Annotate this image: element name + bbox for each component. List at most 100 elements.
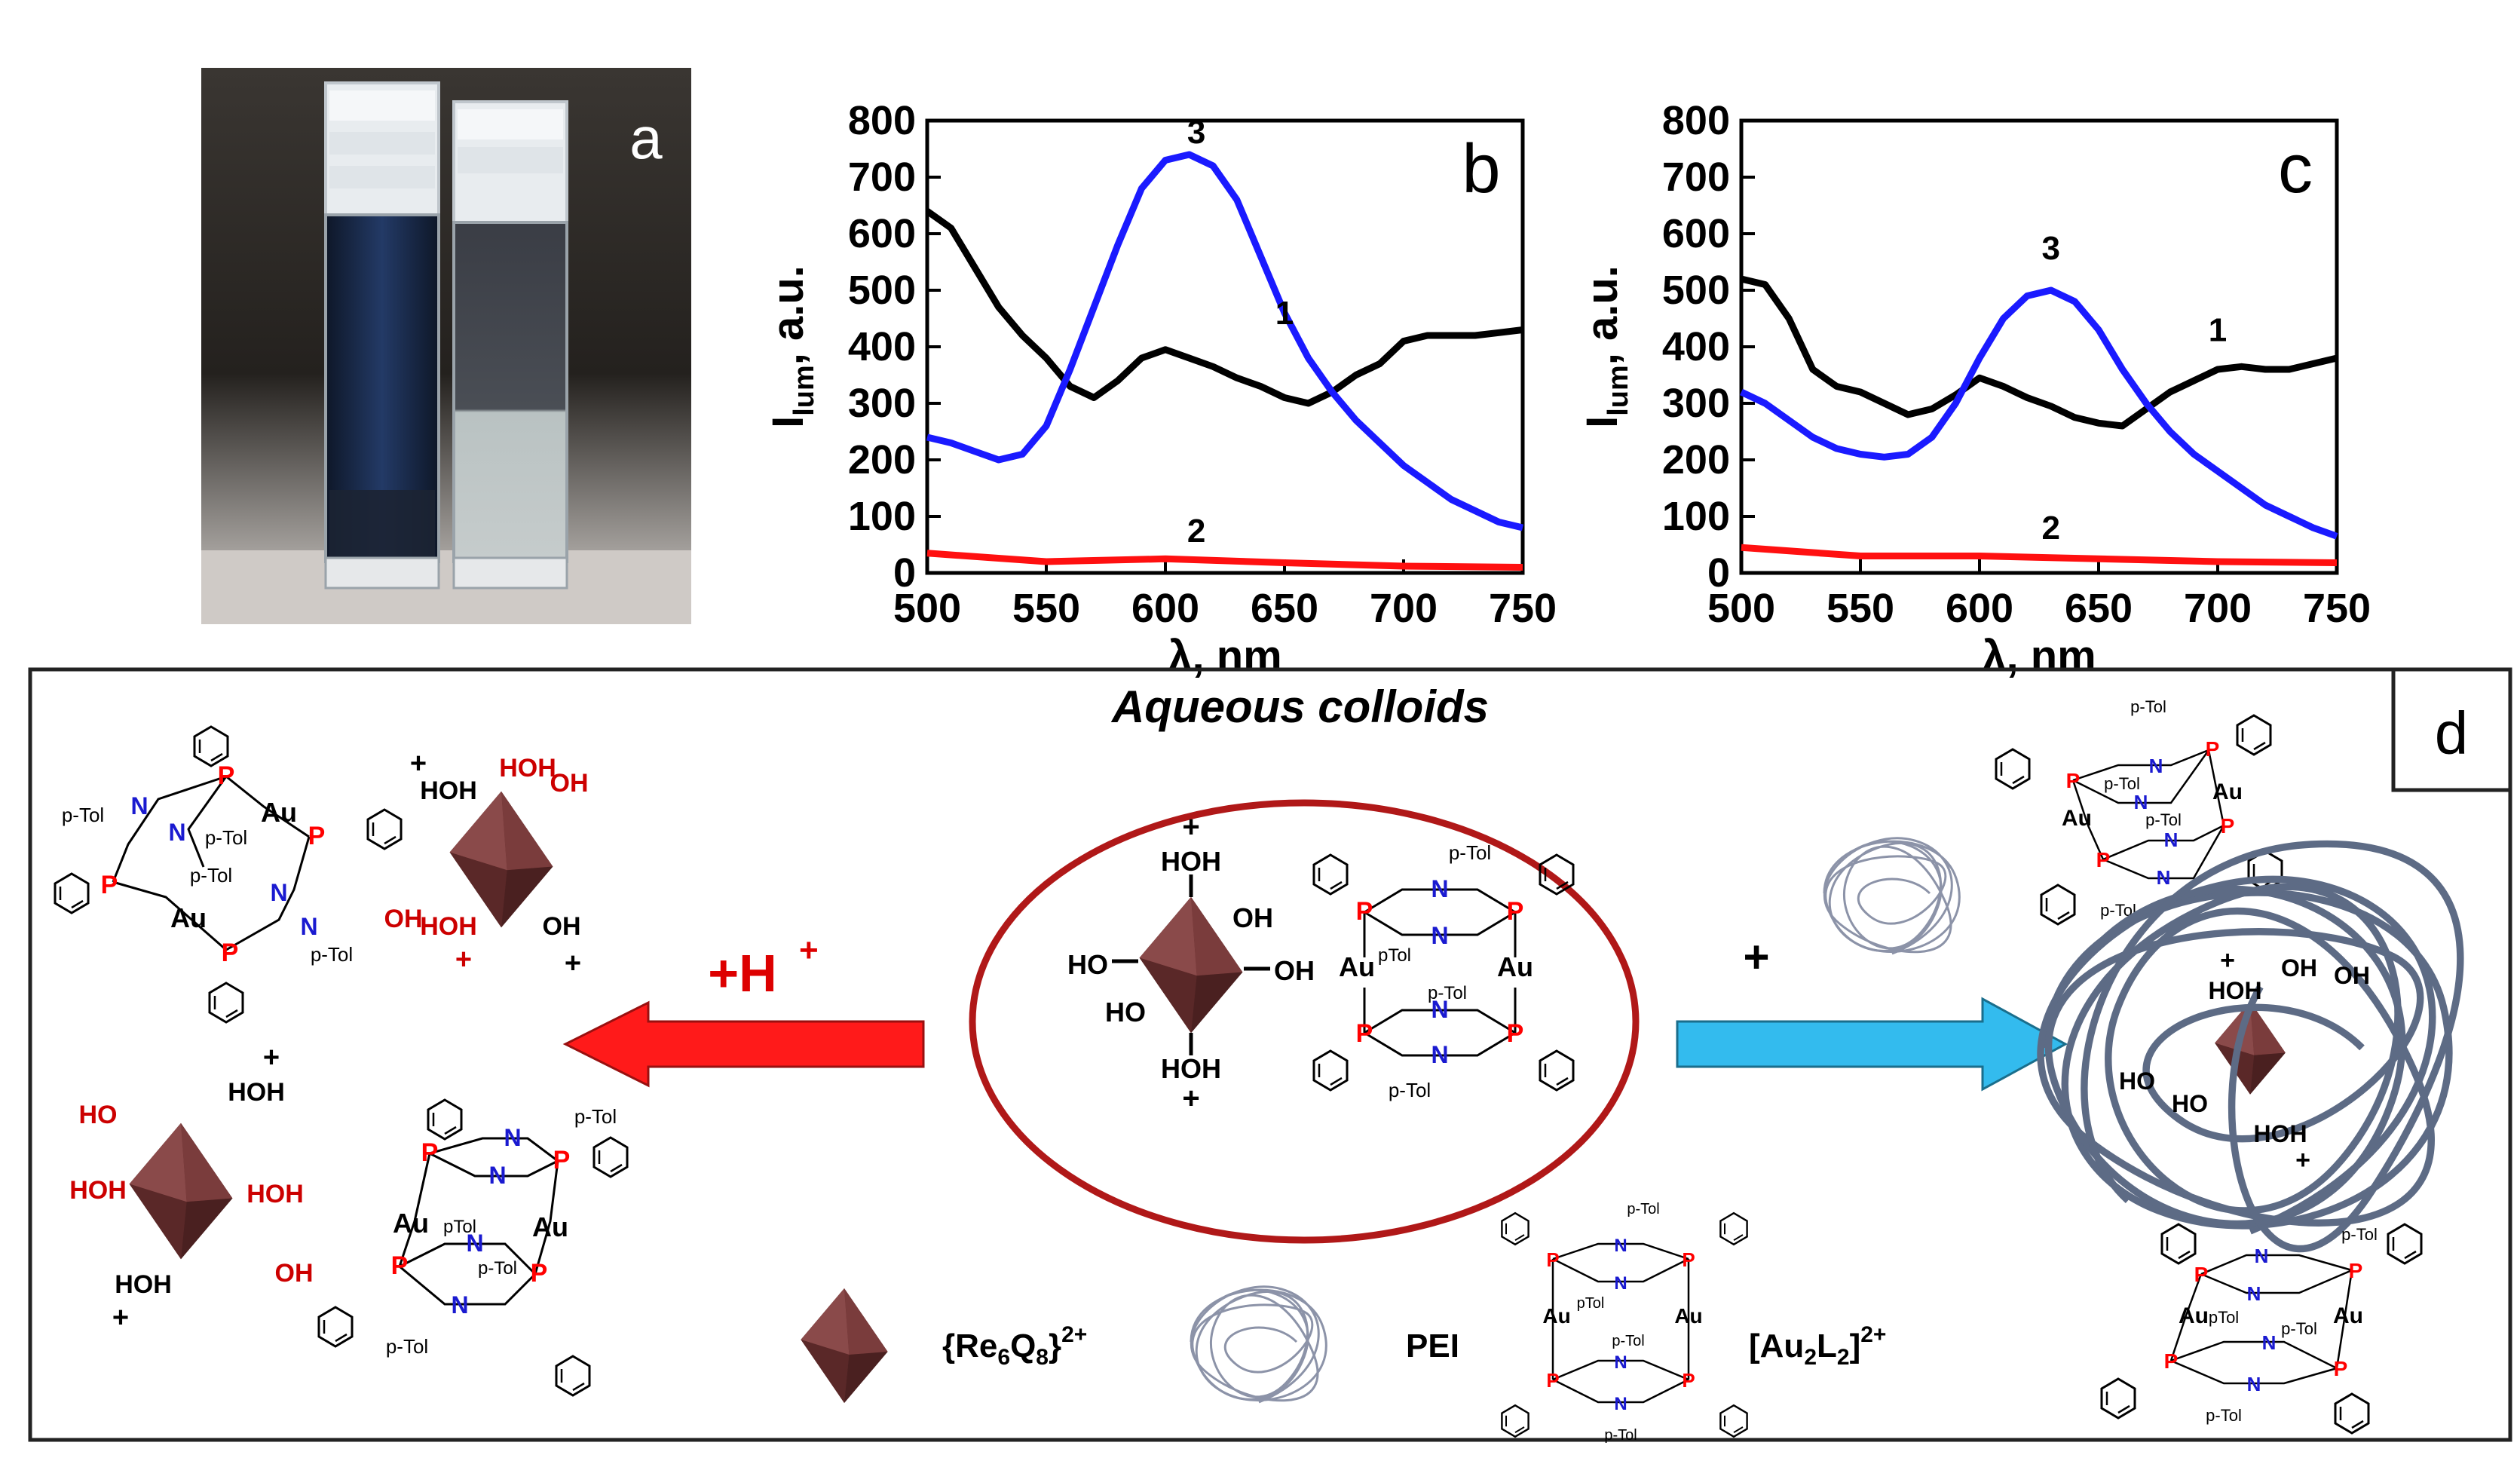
n-atom: N — [1614, 1352, 1627, 1373]
n-atom: N — [488, 1162, 506, 1189]
ho-label: HO — [2172, 1090, 2208, 1117]
y-tick-label: 100 — [848, 494, 916, 539]
plus-pei-sign: + — [1743, 932, 1769, 982]
series-line-1 — [925, 208, 1523, 407]
acid-arrow — [562, 1000, 925, 1088]
series-line-3 — [926, 151, 1524, 531]
au-atom: Au — [1674, 1304, 1702, 1328]
table-surface — [201, 550, 691, 624]
x-tick-label: 550 — [1012, 586, 1080, 631]
p-atom: P — [2349, 1259, 2363, 1282]
n-atom: N — [1431, 1041, 1448, 1068]
pei-wrapped-cluster: HOH + OH OH HO HO HOH + — [2041, 844, 2460, 1248]
ptol-label: p-Tol — [386, 1335, 428, 1358]
n-atom: N — [1614, 1394, 1627, 1414]
y-tick-label: 400 — [1662, 324, 1730, 369]
au-atom: Au — [532, 1211, 568, 1242]
cuvette-left — [324, 81, 440, 590]
complex-left-top: P P P P N N N N Au Au p-Tol p-Tol p-Tol … — [54, 725, 403, 1024]
oh-label: OH — [2334, 962, 2370, 989]
y-tick-label: 800 — [848, 98, 916, 143]
ho-left: HO — [1067, 949, 1108, 980]
ptol-label: p-Tol — [574, 1105, 617, 1128]
n-atom: N — [300, 913, 317, 940]
p-atom: P — [2206, 737, 2220, 761]
series-line-2 — [1741, 544, 2338, 566]
x-tick-label: 750 — [1489, 586, 1557, 631]
plus-label: + — [410, 748, 427, 779]
y-tick-label: 0 — [893, 550, 916, 596]
ptol-label: p-Tol — [1627, 1201, 1659, 1217]
ptol-label: p-Tol — [2281, 1319, 2317, 1338]
y-tick-label: 400 — [848, 324, 916, 369]
n-atom: N — [1431, 875, 1448, 902]
n-atom: N — [466, 1230, 483, 1257]
ptol-label: pTol — [443, 1217, 476, 1237]
p-atom: P — [1682, 1248, 1695, 1271]
p-atom: P — [1682, 1369, 1695, 1392]
ptol-label: pTol — [1378, 945, 1411, 966]
ptol-label: pTol — [2209, 1308, 2239, 1327]
y-tick-label: 200 — [848, 437, 916, 482]
plus-label: + — [2220, 946, 2235, 975]
au-atom: Au — [2062, 806, 2092, 831]
hoh-label: HOH — [420, 776, 477, 805]
n-atom: N — [2149, 755, 2163, 777]
hoh-bottom: HOH — [1161, 1053, 1221, 1084]
curve-label-2: 2 — [1187, 513, 1205, 550]
ptol-label: p-Tol — [311, 943, 353, 966]
x-tick-label: 650 — [1251, 586, 1318, 631]
n-atom: N — [270, 879, 287, 906]
x-tick-label: 500 — [1707, 586, 1775, 631]
cuvette-photo: a — [201, 68, 691, 624]
plus-label: + — [565, 948, 581, 979]
panel-a-letter: a — [629, 105, 663, 171]
pei-arrow — [1676, 997, 2068, 1092]
pei-coil-small — [1823, 837, 1961, 955]
n-atom: N — [2247, 1373, 2261, 1395]
au-atom: Au — [1497, 951, 1533, 982]
ptol-label: p-Tol — [2341, 1225, 2378, 1244]
x-tick-label: 650 — [2065, 586, 2133, 631]
p-atom: P — [553, 1146, 571, 1175]
x-axis-label: λ, nm — [1168, 632, 1282, 681]
cuvette-right — [452, 100, 568, 590]
n-atom: N — [2164, 828, 2179, 851]
p-atom: P — [2221, 814, 2235, 838]
x-tick-label: 550 — [1826, 586, 1894, 631]
hoh-label: HOH — [69, 1176, 127, 1205]
y-tick-label: 0 — [1707, 550, 1730, 596]
y-axis-label: Ilum, a.u. — [1583, 265, 1634, 428]
cluster-left-top: HOH + HOH OH HOH OH OH + + — [384, 748, 589, 979]
hoh-label: HOH — [228, 1078, 285, 1107]
y-tick-label: 500 — [1662, 268, 1730, 313]
hoh-label: HOH — [115, 1270, 172, 1299]
au-atom: Au — [1339, 951, 1375, 982]
x-tick-label: 600 — [1131, 586, 1199, 631]
n-atom: N — [1614, 1273, 1627, 1294]
legend-cluster-label: {Re6Q8}2+ — [942, 1322, 1087, 1370]
n-atom: N — [130, 792, 148, 819]
curve-label-1: 1 — [1275, 295, 1294, 332]
p-atom: P — [1507, 1019, 1524, 1048]
oh-label: OH — [550, 769, 589, 798]
hoh-label: HOH — [2208, 977, 2261, 1004]
y-tick-label: 300 — [848, 381, 916, 426]
p-atom: P — [308, 822, 326, 850]
hoh-label: HOH — [2253, 1120, 2307, 1147]
plus-top: + — [1182, 810, 1199, 844]
complex-left-bottom: P P P P N N N N Au Au p-Tol pTol p-Tol p… — [317, 1098, 629, 1397]
complex-center: P P P P N N N N Au Au p-Tol pTol p-Tol p… — [1312, 841, 1575, 1101]
acid-label: +H — [708, 944, 776, 1003]
hoh-label: HOH — [246, 1180, 304, 1208]
ptol-label: p-Tol — [2104, 774, 2140, 793]
ptol-label: p-Tol — [2145, 810, 2182, 829]
curve-label-3: 3 — [1187, 114, 1205, 151]
p-atom: P — [2334, 1357, 2348, 1380]
ptol-label: p-Tol — [1449, 841, 1491, 864]
x-tick-label: 500 — [893, 586, 961, 631]
p-atom: P — [1356, 1019, 1373, 1048]
y-tick-label: 700 — [848, 155, 916, 200]
